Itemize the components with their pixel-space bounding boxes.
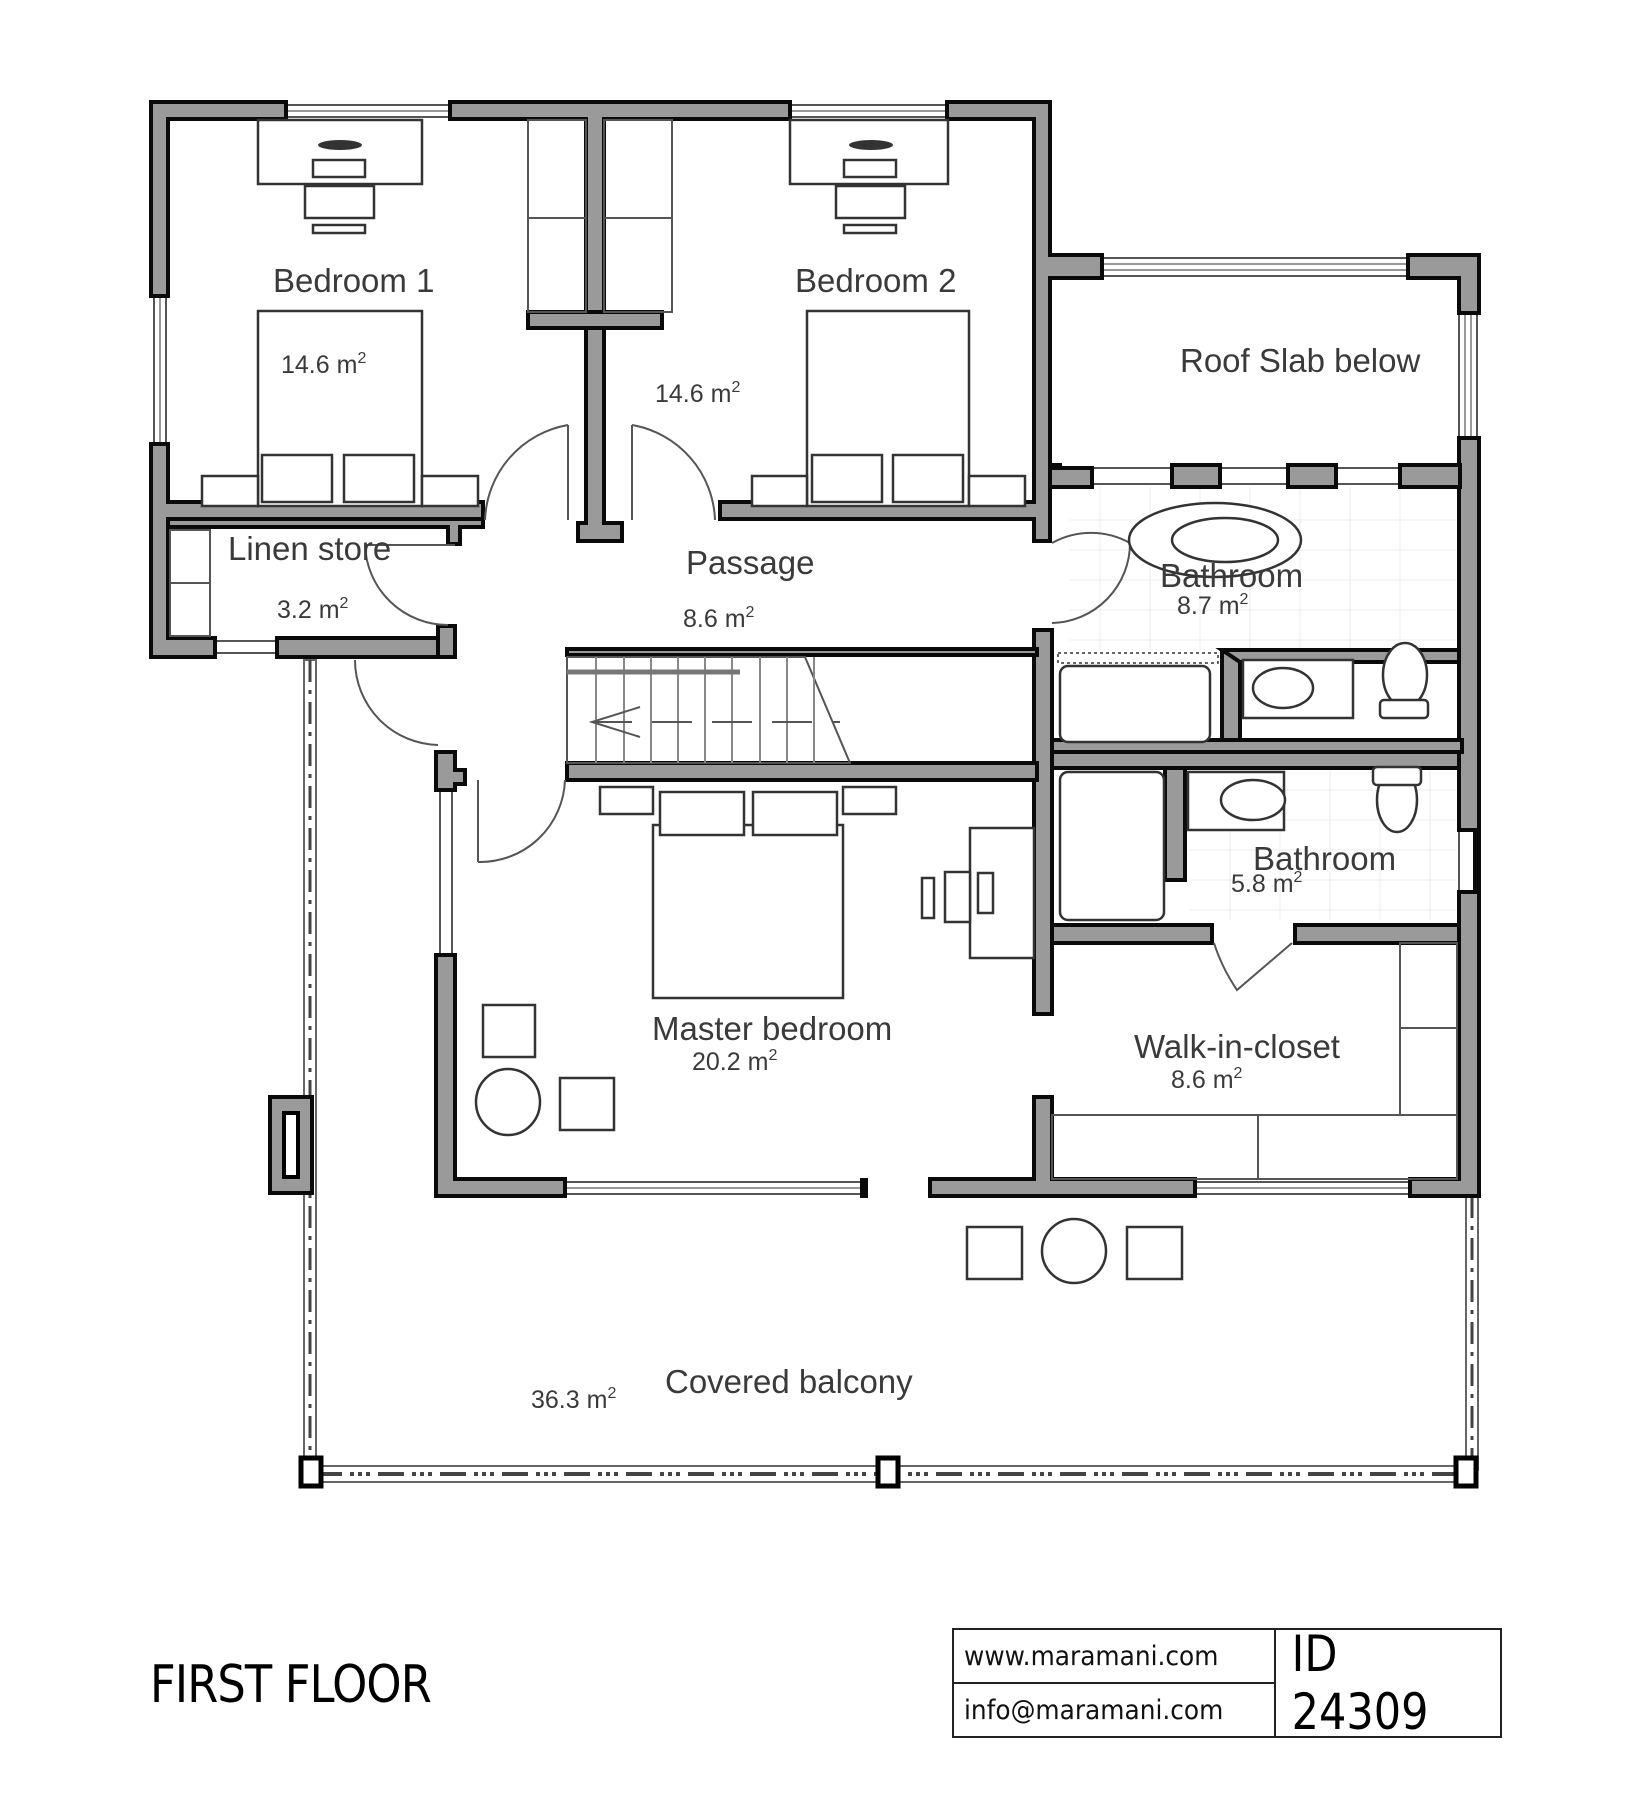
email-cell: info@maramani.com — [954, 1684, 1274, 1736]
room-labels: Bedroom 1 14.6 m2 Bedroom 2 14.6 m2 Roof… — [228, 262, 1420, 1414]
label-master-bedroom: Master bedroom — [652, 1010, 892, 1047]
area-linen-store: 3.2 m2 — [277, 595, 349, 624]
label-bathroom-ensuite: Bathroom — [1253, 840, 1396, 877]
label-bathroom-main: Bathroom — [1160, 557, 1303, 594]
label-walk-in-closet: Walk-in-closet — [1134, 1028, 1340, 1065]
area-master-bedroom: 20.2 m2 — [692, 1047, 777, 1076]
area-bathroom-ensuite: 5.8 m2 — [1231, 869, 1303, 898]
plan-id: ID 24309 — [1291, 1625, 1429, 1741]
area-passage: 8.6 m2 — [683, 604, 755, 633]
area-bedroom-2: 14.6 m2 — [655, 379, 740, 408]
label-covered-balcony: Covered balcony — [665, 1363, 913, 1400]
website-cell: www.maramani.com — [954, 1630, 1274, 1684]
label-bedroom-2: Bedroom 2 — [795, 262, 956, 299]
doors — [354, 424, 1293, 992]
wardrobes — [169, 119, 1458, 1180]
area-walk-in-closet: 8.6 m2 — [1171, 1065, 1243, 1094]
label-roof-slab: Roof Slab below — [1180, 342, 1420, 379]
furniture — [200, 118, 1430, 1285]
website-link[interactable]: www.maramani.com — [964, 1640, 1219, 1672]
label-linen-store: Linen store — [228, 530, 391, 567]
plan-id-cell: ID 24309 — [1276, 1625, 1500, 1741]
balcony-railing — [268, 659, 1479, 1489]
area-bathroom-main: 8.7 m2 — [1177, 591, 1249, 620]
floor-title: FIRST FLOOR — [150, 1655, 432, 1715]
title-block: www.maramani.com info@maramani.com ID 24… — [952, 1625, 1502, 1741]
contact-column: www.maramani.com info@maramani.com — [954, 1630, 1276, 1736]
area-covered-balcony: 36.3 m2 — [531, 1385, 616, 1414]
staircase — [566, 656, 852, 764]
area-bedroom-1: 14.6 m2 — [281, 350, 366, 379]
label-bedroom-1: Bedroom 1 — [273, 262, 434, 299]
email-link[interactable]: info@maramani.com — [964, 1694, 1224, 1726]
label-passage: Passage — [686, 544, 814, 581]
